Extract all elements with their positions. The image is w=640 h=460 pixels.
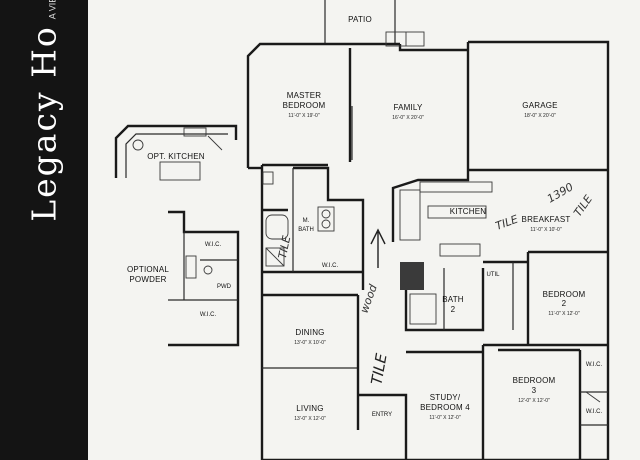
room-living-dims: 13'-0" X 12'-0": [294, 416, 326, 422]
vanity: [317, 206, 335, 232]
room-bedroom2-line1: BEDROOM: [543, 290, 586, 299]
room-dining: DINING: [295, 328, 324, 337]
room-study-line1: STUDY/: [430, 393, 461, 402]
room-bedroom3-line2: 3: [532, 386, 537, 395]
option-powder-line1: OPTIONAL: [127, 265, 169, 274]
brand-subtitle: A VIEW: [47, 0, 58, 20]
option-powder-pwd: PWD: [217, 284, 232, 290]
room-bed3-wic: W.I.C.: [586, 362, 603, 368]
kitchen-back-counter: [419, 181, 493, 193]
fireplace-patio: [385, 31, 425, 47]
brand-name: Legacy Ho: [24, 25, 64, 222]
room-bath2-line2: 2: [451, 305, 456, 314]
toilet: [262, 171, 274, 185]
option-powder-wic-bottom: W.I.C.: [200, 312, 217, 318]
room-master-bath-line2: BATH: [298, 227, 314, 233]
brand-logo: Legacy Ho A VIEW: [25, 0, 64, 222]
shower: [265, 247, 285, 267]
room-kitchen: KITCHEN: [450, 207, 487, 216]
room-entry: ENTRY: [372, 412, 392, 418]
room-master-line1: MASTER: [287, 91, 322, 100]
room-bed3-wic2: W.I.C.: [586, 409, 603, 415]
kitchen-range: [439, 243, 481, 257]
kitchen-counter: [399, 189, 421, 241]
room-master-line2: BEDROOM: [283, 101, 326, 110]
room-patio: PATIO: [348, 15, 372, 24]
room-master-bath-line1: M.: [303, 218, 310, 224]
room-bedroom3-line1: BEDROOM: [513, 376, 556, 385]
brand-strip: Legacy Ho A VIEW: [0, 0, 88, 460]
room-living: LIVING: [296, 404, 323, 413]
handwritten-arrow: [370, 228, 386, 268]
room-breakfast-dims: 11'-0" X 10'-0": [530, 227, 561, 233]
handwritten-number-note: 1390: [545, 180, 576, 205]
room-bedroom2-dims: 11'-0" X 12'-0": [548, 311, 579, 317]
floor-plan-drawing: PATIO MASTER BEDROOM 11'-0" X 19'-0" FAM…: [114, 0, 610, 460]
bath2-tub: [409, 293, 437, 325]
room-garage: GARAGE: [522, 101, 557, 110]
optional-kitchen-drawing: [114, 124, 238, 181]
handwritten-wood-note: wood: [358, 282, 381, 315]
room-dining-dims: 13'-0" X 10'-0": [294, 340, 326, 346]
room-study-dims: 11'-0" X 12'-0": [429, 415, 460, 421]
room-study-line2: BEDROOM 4: [420, 403, 470, 412]
kitchen-island: [427, 205, 487, 219]
room-master-wic: W.I.C.: [322, 263, 339, 269]
interior-walls: [262, 31, 608, 460]
handwritten-tile-main: TILE: [367, 352, 390, 387]
handwritten-tile-kitchen: TILE: [494, 213, 520, 233]
option-powder-wic-top: W.I.C.: [205, 242, 222, 248]
optional-powder-drawing: [168, 210, 240, 347]
room-util: UTIL: [486, 272, 500, 278]
room-master-dims: 11'-0" X 19'-0": [288, 113, 319, 119]
fireplace-block: [400, 262, 424, 290]
bathtub: [265, 214, 289, 240]
room-breakfast: BREAKFAST: [522, 215, 571, 224]
handwritten-tile-breakfast: TILE: [571, 193, 595, 219]
handwritten-tile-mbath: TILE: [276, 235, 294, 260]
room-family-dims: 16'-0" X 20'-0": [392, 115, 424, 121]
room-bedroom3-dims: 12'-0" X 12'-0": [518, 398, 550, 404]
room-garage-dims: 18'-0" X 20'-0": [524, 113, 556, 119]
option-kitchen-label: OPT. KITCHEN: [147, 152, 205, 161]
room-bedroom2-line2: 2: [562, 299, 567, 308]
room-bath2-line1: BATH: [442, 295, 464, 304]
room-family: FAMILY: [393, 103, 423, 112]
option-powder-line2: POWDER: [129, 275, 166, 284]
